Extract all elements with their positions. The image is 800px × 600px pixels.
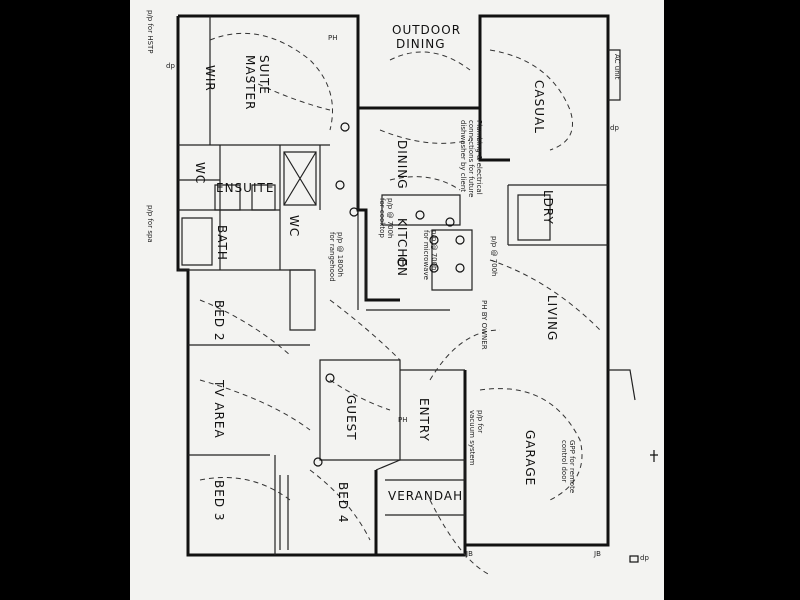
room-label-ldry: LDRY (541, 190, 555, 225)
room-label-guest: GUEST (344, 395, 358, 441)
room-label-bath: BATH (215, 225, 229, 261)
room-label-living: LIVING (545, 295, 559, 341)
note-pp1800: p/p @ 1800h (336, 232, 344, 277)
note-ph-owner: PH BY OWNER (480, 300, 488, 350)
wiring (199, 32, 601, 576)
room-label-kitchen: KITCHEN (395, 218, 409, 277)
room-label-master: MASTER (243, 55, 257, 110)
room-label-verandah: VERANDAH (388, 489, 463, 503)
note-ph-1: PH (328, 34, 338, 42)
note-vacuum-1: p/p for (476, 410, 484, 433)
room-label-tv-area: TV AREA (212, 379, 226, 439)
room-label-wc-ensuite: WC (193, 162, 207, 184)
note-jb-2: JB (593, 550, 601, 558)
walls (176, 14, 636, 557)
note-plumbing-3: dishwasher by client (459, 120, 467, 192)
note-pp700-3: p/p @ 700h (490, 236, 498, 277)
room-label-suite: SUITE (257, 55, 271, 95)
room-label-garage: GARAGE (523, 430, 537, 486)
room-label-entry: ENTRY (417, 398, 431, 442)
room-label-bed-2: BED 2 (212, 300, 226, 342)
note-plumbing-2: connections for future (467, 120, 475, 197)
note-jb-1: JB (465, 550, 473, 558)
note-plumbing-1: Plumbing & electrical (475, 120, 483, 195)
note-dp-1: dp (166, 62, 175, 70)
note-pp700-2: p/p @ 700h (430, 230, 438, 271)
room-label-casual: CASUAL (532, 80, 546, 134)
room-label-outdoor: OUTDOOR (392, 23, 461, 37)
ac-unit-label: AC unit (613, 54, 621, 80)
note-rangehood: for rangehood (328, 232, 336, 282)
note-remote-1: GPP for remote (568, 440, 576, 493)
note-cooktop: for cooktop (378, 198, 386, 238)
note-pp700-1: p/p @ 700h (386, 198, 394, 239)
room-label-outdoor-dining: DINING (396, 37, 446, 51)
plan-sheet: OUTDOOR DINING SUITE MASTER WIR CASUAL A… (130, 0, 664, 600)
room-label-wc-bath: WC (287, 215, 301, 237)
fixtures (313, 122, 658, 563)
room-label-ensuite: ENSUITE (216, 181, 274, 195)
room-label-bed-4: BED 4 (336, 482, 350, 524)
note-vacuum-2: vacuum system (468, 410, 476, 466)
room-label-wir: WIR (203, 65, 217, 92)
note-hstp: p/p for HSTP (146, 10, 154, 54)
note-dp-3: dp (640, 554, 649, 562)
room-label-bed-3: BED 3 (212, 480, 226, 522)
floor-plan: OUTDOOR DINING SUITE MASTER WIR CASUAL A… (146, 10, 658, 576)
note-ph-2: PH (398, 416, 408, 424)
note-dp-2: dp (610, 124, 619, 132)
room-label-dining: DINING (395, 140, 409, 190)
note-microwave: for microwave (422, 230, 430, 280)
note-spa: p/p for spa (146, 205, 154, 243)
note-remote-2: control door (560, 440, 568, 482)
